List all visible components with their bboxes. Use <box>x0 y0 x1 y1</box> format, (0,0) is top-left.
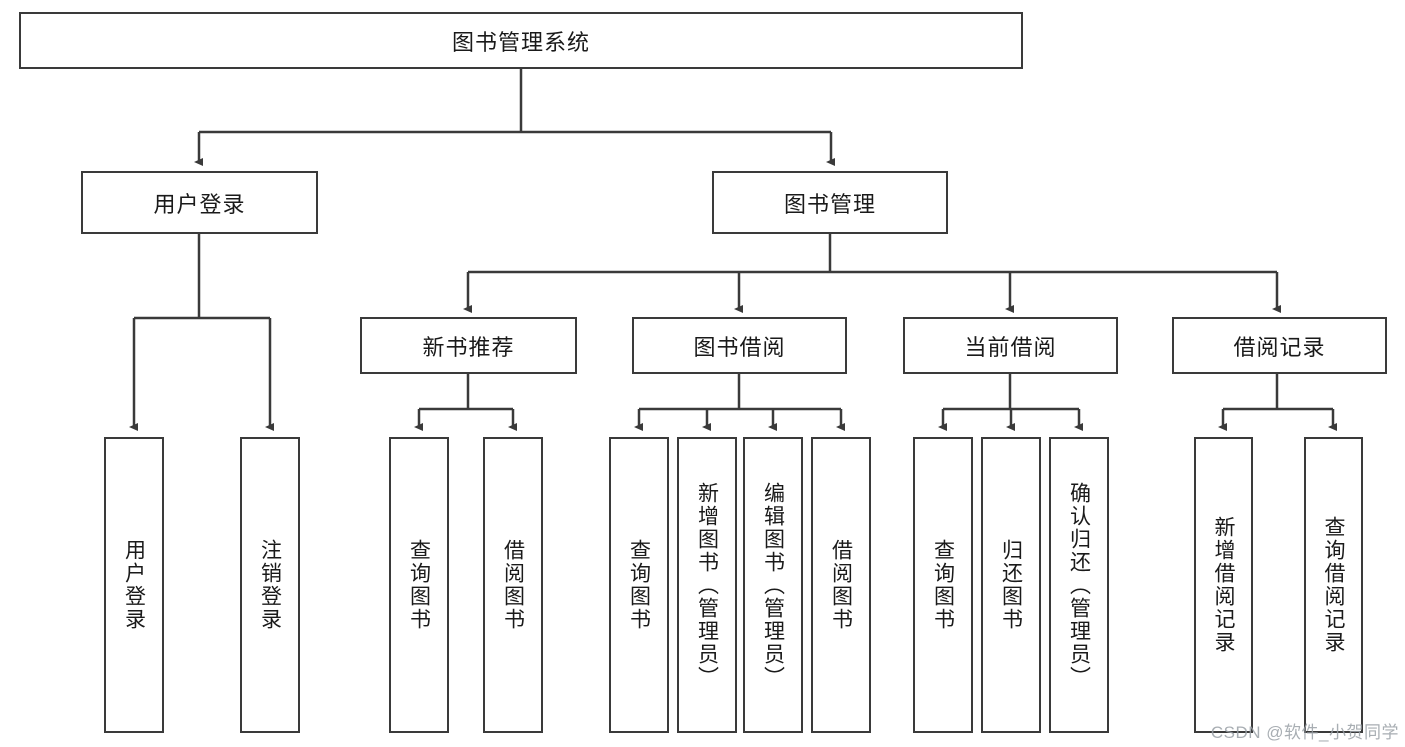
leaf-label: 编辑图书（管理员） <box>761 481 785 689</box>
node-book-management-label: 图书管理 <box>783 191 876 217</box>
csdn-watermark: CSDN @软件_小贺同学 <box>1210 723 1399 742</box>
node-new-book-recommend-label: 新书推荐 <box>422 334 515 360</box>
leaf-current-return-book[interactable]: 归还图书 <box>981 437 1041 733</box>
leaf-label: 借阅图书 <box>829 539 853 631</box>
leaf-borrow-add-book-admin[interactable]: 新增图书（管理员） <box>677 437 737 733</box>
leaf-label: 新增图书（管理员） <box>695 481 719 689</box>
leaf-label: 新增借阅记录 <box>1212 516 1236 654</box>
leaf-record-query-record[interactable]: 查询借阅记录 <box>1304 437 1363 733</box>
leaf-recommend-query-book[interactable]: 查询图书 <box>389 437 449 733</box>
node-book-management[interactable]: 图书管理 <box>712 171 948 234</box>
node-user-login[interactable]: 用户登录 <box>81 171 318 234</box>
leaf-borrow-borrow-book[interactable]: 借阅图书 <box>811 437 871 733</box>
leaf-current-confirm-return-admin[interactable]: 确认归还（管理员） <box>1049 437 1109 733</box>
leaf-user-login-logout[interactable]: 注销登录 <box>240 437 300 733</box>
leaf-current-query-book[interactable]: 查询图书 <box>913 437 973 733</box>
leaf-borrow-edit-book-admin[interactable]: 编辑图书（管理员） <box>743 437 803 733</box>
leaf-label: 查询图书 <box>407 539 431 631</box>
node-book-borrow-label: 图书借阅 <box>693 334 786 360</box>
leaf-label: 查询图书 <box>627 539 651 631</box>
node-current-borrow-label: 当前借阅 <box>964 334 1057 360</box>
node-current-borrow[interactable]: 当前借阅 <box>903 317 1118 374</box>
node-borrow-record-label: 借阅记录 <box>1233 334 1326 360</box>
leaf-record-add-record[interactable]: 新增借阅记录 <box>1194 437 1253 733</box>
leaf-recommend-borrow-book[interactable]: 借阅图书 <box>483 437 543 733</box>
leaf-label: 查询图书 <box>931 539 955 631</box>
leaf-label: 用户登录 <box>122 539 146 631</box>
leaf-label: 确认归还（管理员） <box>1067 481 1091 689</box>
node-root-label: 图书管理系统 <box>451 29 590 55</box>
node-root[interactable]: 图书管理系统 <box>19 12 1023 69</box>
node-user-login-label: 用户登录 <box>153 191 246 217</box>
leaf-borrow-query-book[interactable]: 查询图书 <box>609 437 669 733</box>
leaf-label: 借阅图书 <box>501 539 525 631</box>
node-book-borrow[interactable]: 图书借阅 <box>632 317 847 374</box>
leaf-label: 注销登录 <box>258 539 282 631</box>
node-borrow-record[interactable]: 借阅记录 <box>1172 317 1387 374</box>
leaf-label: 归还图书 <box>999 539 1023 631</box>
node-new-book-recommend[interactable]: 新书推荐 <box>360 317 577 374</box>
leaf-user-login-login[interactable]: 用户登录 <box>104 437 164 733</box>
leaf-label: 查询借阅记录 <box>1322 516 1346 654</box>
